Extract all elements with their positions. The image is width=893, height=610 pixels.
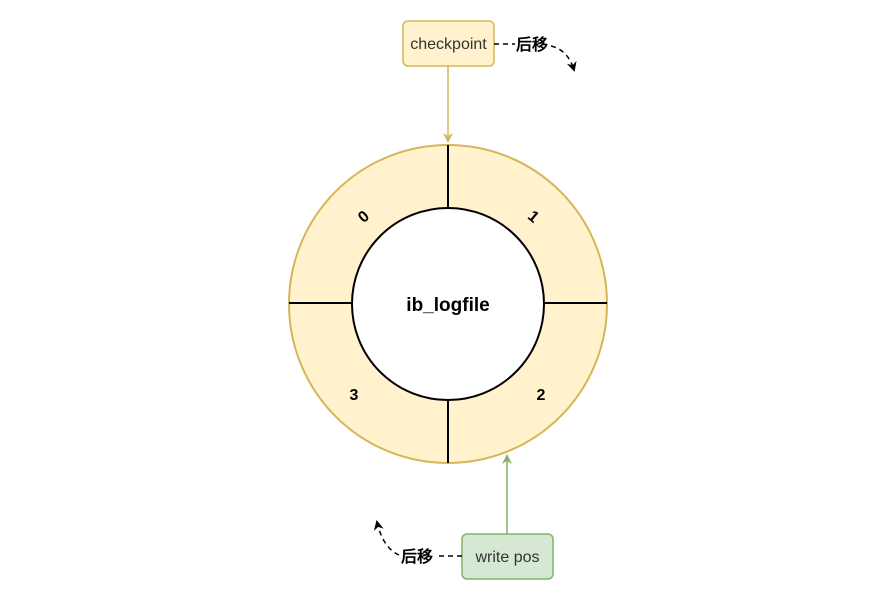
write-pos-label: write pos <box>474 549 539 566</box>
center-label: ib_logfile <box>406 295 489 316</box>
checkpoint-move-label: 后移 <box>516 35 548 54</box>
inner-circle <box>351 207 545 401</box>
checkpoint-move-arrow <box>550 45 577 72</box>
checkpoint-label: checkpoint <box>410 36 487 53</box>
segment-label-2: 2 <box>537 387 546 404</box>
segment-label-3: 3 <box>350 387 359 404</box>
write-pos-move-label: 后移 <box>401 547 433 566</box>
write-pos-move-arrow <box>373 520 400 556</box>
